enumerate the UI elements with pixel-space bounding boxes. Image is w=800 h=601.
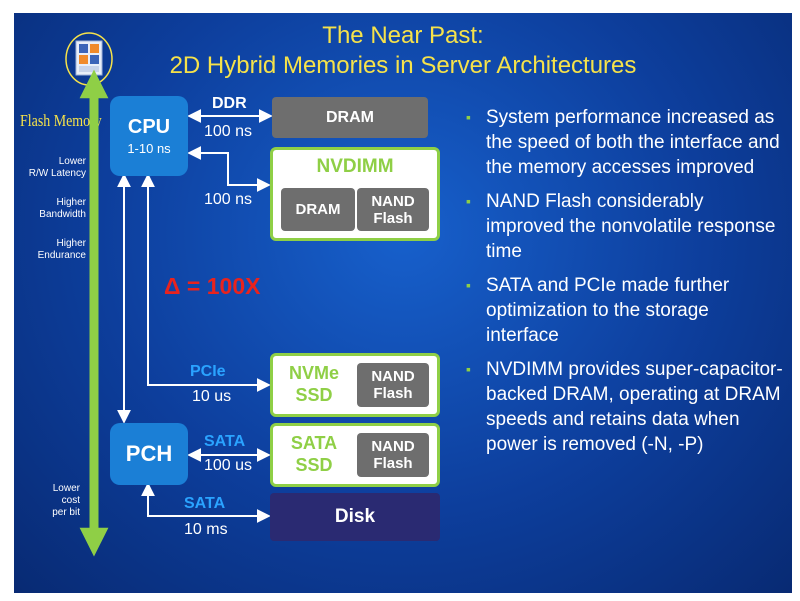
sata-nand-chip: NAND Flash — [357, 433, 429, 477]
disk-sata-label: SATA — [184, 495, 226, 512]
dram-label: DRAM — [326, 108, 374, 126]
nvme-ssd-box: NVMe SSD NAND Flash — [270, 353, 440, 417]
nvdimm-title: NVDIMM — [316, 156, 394, 177]
bullet-marker-icon: ▪ — [466, 361, 471, 377]
sata-label: SATA — [204, 433, 246, 450]
pcie-latency: 10 us — [192, 388, 232, 405]
nvdimm-dram-label: DRAM — [295, 201, 341, 218]
slide: The Near Past: 2D Hybrid Memories in Ser… — [14, 13, 792, 593]
sata-nand-label: NAND Flash — [371, 438, 415, 472]
side-label-latency: Lower R/W Latency — [28, 156, 86, 179]
bullet-text: System performance increased as the spee… — [486, 107, 780, 178]
flash-memory-logo-icon — [64, 31, 114, 87]
nvdimm-nand-label: NAND Flash — [371, 192, 415, 227]
ddr-latency: 100 ns — [204, 123, 253, 140]
cpu-latency: 1-10 ns — [127, 141, 171, 156]
sata-ssd-title: SATA SSD — [290, 433, 338, 475]
bullet-item: ▪ System performance increased as the spe… — [466, 105, 784, 180]
bullet-text: NAND Flash considerably improved the non… — [486, 191, 776, 262]
disk-link-arrow — [141, 482, 271, 523]
slide-title-line1: The Near Past: — [322, 22, 484, 49]
nvme-nand-label: NAND Flash — [371, 368, 415, 402]
side-label-cost: Lower cost per bit — [52, 483, 80, 518]
bullet-item: ▪ NVDIMM provides super-capacitor-backed … — [466, 357, 784, 457]
bullet-marker-icon: ▪ — [466, 109, 471, 125]
sata-ssd-box: SATA SSD NAND Flash — [270, 423, 440, 487]
pcie-label: PCIe — [190, 363, 226, 380]
pcie-link-arrow — [141, 173, 271, 392]
disk-latency: 10 ms — [184, 521, 228, 538]
nvdimm-dram-chip: DRAM — [281, 188, 355, 231]
bullet-marker-icon: ▪ — [466, 193, 471, 209]
ddr-label: DDR — [212, 95, 247, 112]
side-label-endurance: Higher Endurance — [37, 238, 86, 261]
disk-box: Disk — [270, 493, 440, 541]
bullet-item: ▪ NAND Flash considerably improved the no… — [466, 189, 784, 264]
slide-title-line2: 2D Hybrid Memories in Server Architectur… — [169, 52, 637, 79]
bullet-list: ▪ System performance increased as the spe… — [466, 105, 784, 466]
bullet-item: ▪ SATA and PCIe made further optimization… — [466, 273, 784, 348]
nvdimm-nand-chip: NAND Flash — [357, 188, 429, 231]
sata-latency: 100 us — [204, 457, 253, 474]
bullet-text: NVDIMM provides super-capacitor-backed D… — [486, 359, 783, 455]
pch-label: PCH — [125, 441, 173, 466]
dram-box: DRAM — [272, 97, 428, 138]
bullet-text: SATA and PCIe made further optimization … — [486, 275, 730, 346]
nvme-ssd-title: NVMe SSD — [288, 363, 339, 405]
delta-label: Δ = 100X — [164, 273, 261, 299]
bullet-marker-icon: ▪ — [466, 277, 471, 293]
side-label-bandwidth: Higher Bandwidth — [39, 197, 86, 220]
nvdimm-box: NVDIMM DRAM NAND Flash — [270, 147, 440, 241]
nvme-nand-chip: NAND Flash — [357, 363, 429, 407]
nvdimm-link-arrow — [187, 146, 271, 192]
cpu-label: CPU — [127, 116, 171, 138]
connector-diagram — [79, 69, 273, 557]
cpu-box: CPU 1-10 ns — [110, 96, 188, 176]
disk-label: Disk — [334, 506, 376, 527]
nvdimm-latency: 100 ns — [204, 191, 253, 208]
pch-box: PCH — [110, 423, 188, 485]
